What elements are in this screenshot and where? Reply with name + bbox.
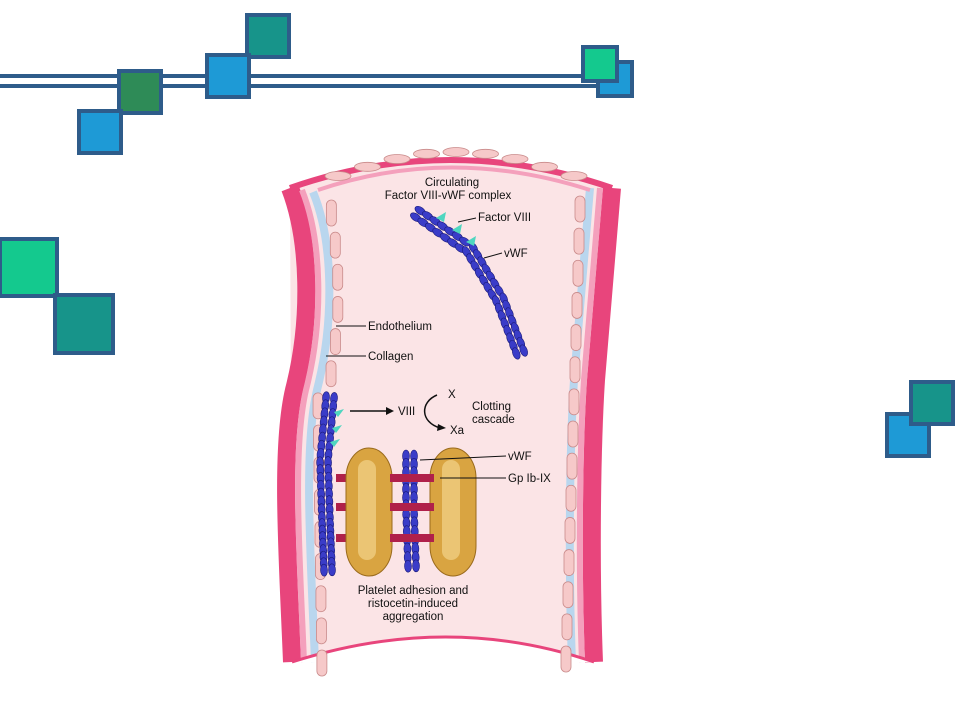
label-gp-ib-ix: Gp Ib-IX: [508, 473, 551, 485]
endothelial-cell: [570, 324, 582, 351]
title-line-1: Circulating: [425, 177, 479, 189]
deco-square: [245, 13, 291, 59]
endothelial-cell: [354, 161, 381, 172]
factor-viii-marker: [452, 224, 462, 234]
deco-square: [77, 109, 123, 155]
factor-viii-markers-wall: [330, 409, 344, 447]
leader-vwf-bottom: [419, 455, 507, 461]
endothelial-cell: [324, 171, 352, 181]
vessel-wall-right-inner: [576, 187, 603, 663]
leader-factor-viii: [457, 217, 477, 223]
endothelial-cell: [572, 259, 584, 287]
receptor-stubs: [390, 474, 434, 542]
factor-viii-marker: [330, 439, 340, 447]
deco-square: [117, 69, 163, 115]
endothelial-cell: [571, 292, 583, 319]
endothelial-cells-right: [560, 195, 586, 673]
gp-ib-ix-receptor: [390, 503, 434, 511]
deco-square: [0, 237, 59, 298]
deco-square: [909, 380, 955, 426]
endothelial-cell: [325, 360, 337, 388]
label-x: X: [448, 389, 456, 401]
vessel-wall-left-inner: [295, 188, 322, 663]
caption-line-1: Platelet adhesion and: [358, 585, 469, 597]
endothelial-cell: [501, 154, 529, 164]
endothelial-cell: [566, 452, 578, 480]
endothelial-cell: [563, 549, 575, 576]
factor-viii-marker: [436, 212, 446, 222]
vwf-bead: [512, 347, 521, 360]
endothelial-cell: [330, 328, 341, 355]
platelet-highlight: [358, 460, 376, 560]
header-rule: [0, 74, 632, 88]
endothelial-cells-top: [324, 147, 588, 181]
label-collagen: Collagen: [368, 351, 413, 363]
factor-viii-marker: [466, 236, 476, 246]
factor-viii-markers: [436, 212, 476, 246]
vwf-bead: [412, 559, 420, 573]
endothelial-cell: [329, 231, 341, 259]
endothelial-cell: [565, 484, 577, 512]
deco-square: [205, 53, 251, 99]
label-vwf-top: vWF: [504, 248, 528, 260]
endothelial-cell: [442, 147, 470, 157]
label-viii: VIII: [398, 406, 415, 418]
endothelial-cell: [567, 420, 579, 448]
endothelial-cell: [569, 356, 581, 384]
endothelial-cell: [560, 645, 572, 673]
label-xa: Xa: [450, 425, 465, 437]
endothelial-cell: [472, 148, 499, 159]
circulating-vwf-chain: [410, 205, 528, 360]
cascade-arrow: [423, 394, 446, 431]
endothelial-cell: [316, 617, 327, 645]
caption-line-2: ristocetin-induced: [368, 598, 458, 610]
factor-viii-marker: [334, 409, 344, 417]
collagen-layer-left: [305, 190, 334, 663]
vessel-top-rim-inner: [317, 165, 591, 192]
endothelial-cell: [531, 161, 558, 172]
endothelial-cell: [561, 613, 573, 641]
leader-vwf-top: [483, 252, 503, 259]
deco-square: [53, 293, 115, 355]
vwf-bead: [404, 559, 412, 573]
label-cascade-2: cascade: [472, 414, 515, 426]
endothelial-cell: [568, 388, 580, 416]
gp-ib-ix-receptor: [390, 534, 434, 542]
label-vwf-bottom: vWF: [508, 451, 532, 463]
collagen-bound-vwf: [316, 391, 338, 577]
endothelial-cell: [573, 227, 585, 255]
endothelial-cell: [332, 263, 344, 291]
label-endothelium: Endothelium: [368, 321, 432, 333]
gp-ib-ix-receptor: [390, 474, 434, 482]
endothelial-cell: [315, 585, 327, 613]
title-line-2: Factor VIII-vWF complex: [385, 190, 512, 202]
deco-square: [581, 45, 619, 83]
leader-lines: [326, 217, 507, 479]
endothelial-cell: [574, 195, 586, 223]
endothelial-cell: [413, 148, 440, 159]
vwf-bead: [519, 344, 528, 357]
endothelial-cell: [325, 199, 337, 227]
vessel-wall-right: [582, 187, 621, 663]
endothelial-cell: [316, 649, 328, 677]
endothelial-cell: [562, 581, 574, 609]
vessel-bottom-rim: [291, 635, 595, 664]
endothelial-cell: [332, 296, 344, 323]
platelet-highlight: [442, 460, 460, 560]
vessel-wall-left: [277, 184, 316, 663]
label-cascade-1: Clotting: [472, 401, 511, 413]
endothelial-cell: [383, 154, 411, 164]
caption-line-3: aggregation: [383, 611, 444, 623]
endothelial-cell: [560, 171, 588, 181]
activation-arrow: [350, 407, 394, 415]
label-factor-viii: Factor VIII: [478, 212, 531, 224]
endothelial-cell: [564, 517, 576, 544]
factor-viii-marker: [332, 425, 342, 433]
vwf-bead: [328, 563, 336, 577]
vwf-bead: [320, 563, 328, 577]
